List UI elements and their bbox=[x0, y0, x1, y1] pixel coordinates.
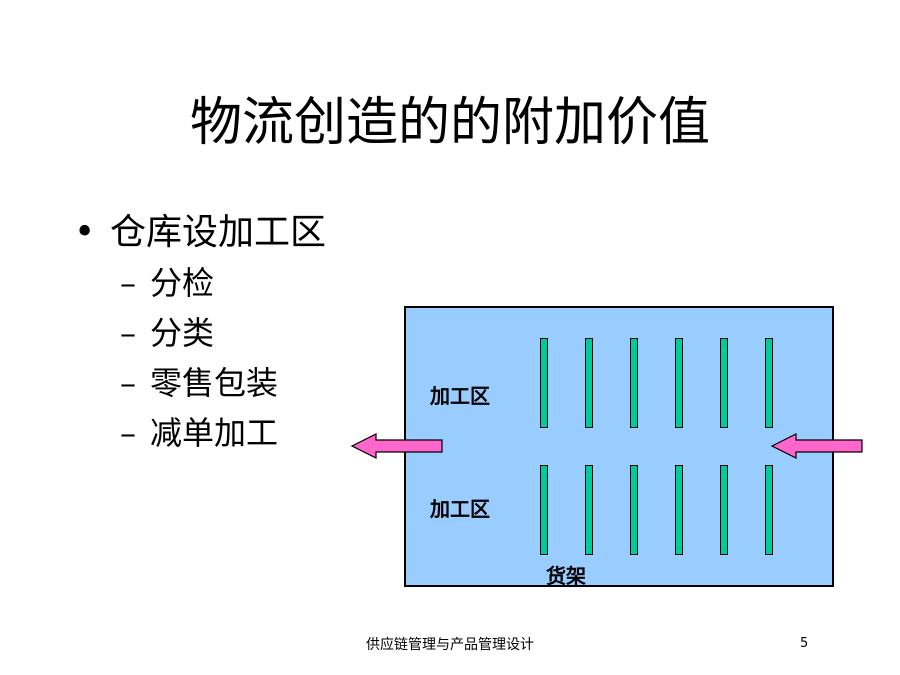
sub-item-marker: – bbox=[120, 264, 136, 302]
sub-item: –零售包装 bbox=[120, 358, 326, 408]
bullet-marker: • bbox=[74, 212, 96, 253]
sub-item-marker: – bbox=[120, 414, 136, 452]
sub-item-marker: – bbox=[120, 314, 136, 352]
inbound-arrow-shape bbox=[770, 433, 863, 459]
warehouse-diagram: 加工区 加工区 货架 bbox=[404, 306, 834, 588]
outbound-arrow-shape bbox=[350, 433, 443, 459]
shelf-rack bbox=[585, 465, 593, 555]
sub-item-marker: – bbox=[120, 364, 136, 402]
shelf-rack bbox=[720, 338, 728, 428]
outbound-arrow-icon bbox=[350, 433, 443, 459]
bullet-text: 仓库设加工区 bbox=[110, 212, 327, 253]
footer-text: 供应链管理与产品管理设计 bbox=[366, 637, 534, 653]
shelf-rack bbox=[630, 338, 638, 428]
sub-item: –分类 bbox=[120, 308, 326, 358]
shelf-label: 货架 bbox=[546, 564, 586, 588]
processing-zone-top-label: 加工区 bbox=[430, 384, 490, 408]
sub-item-text: 零售包装 bbox=[150, 364, 279, 402]
slide-title: 物流创造的的附加价值 bbox=[189, 93, 710, 153]
shelf-rack bbox=[540, 465, 548, 555]
bullet-item: • 仓库设加工区 bbox=[74, 208, 326, 258]
sub-item-text: 减单加工 bbox=[150, 414, 279, 452]
shelf-rack bbox=[675, 338, 683, 428]
page-number: 5 bbox=[800, 636, 809, 651]
sub-item: –分检 bbox=[120, 258, 326, 308]
bullet-list: •仓库设加工区 –分检 –分类 –零售包装 –减单加工 bbox=[74, 208, 326, 458]
shelf-rack bbox=[630, 465, 638, 555]
sub-item: –减单加工 bbox=[120, 408, 326, 458]
inbound-arrow-icon bbox=[770, 433, 863, 459]
shelf-rack bbox=[765, 465, 773, 555]
shelf-rack bbox=[675, 465, 683, 555]
sub-item-text: 分检 bbox=[150, 264, 215, 302]
shelf-rack bbox=[540, 338, 548, 428]
processing-zone-bottom-label: 加工区 bbox=[430, 497, 490, 521]
shelf-rack bbox=[765, 338, 773, 428]
shelf-rack bbox=[720, 465, 728, 555]
sub-item-text: 分类 bbox=[150, 314, 215, 352]
shelf-rack bbox=[585, 338, 593, 428]
